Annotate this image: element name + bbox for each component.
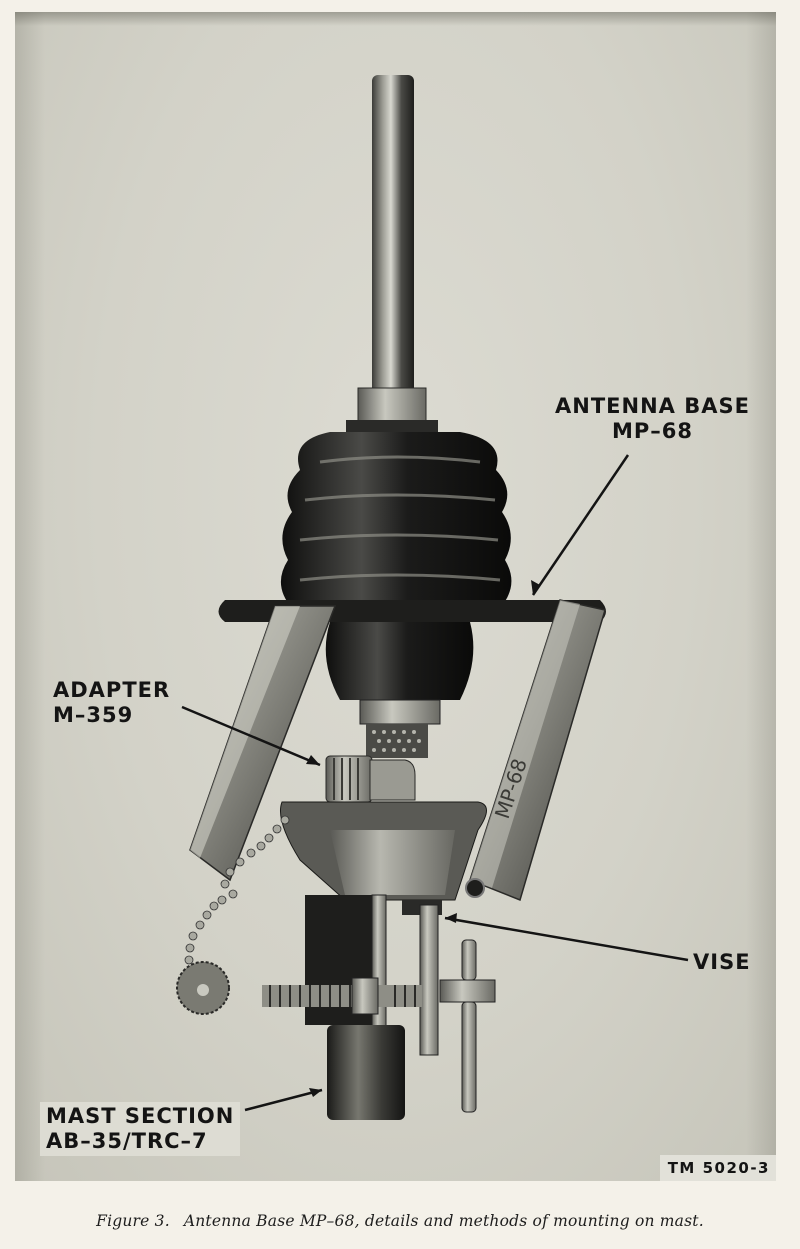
antenna-base-illustration: MP-68 [176,75,689,1120]
callout-vise: VISE [693,950,751,975]
document-code: TM 5020-3 [659,1155,776,1181]
figure-caption: Figure 3. Antenna Base MP–68, details and… [0,1212,800,1230]
rubber-insulator [280,432,512,608]
callout-mast-section-line2: AB–35/TRC–7 [46,1129,208,1153]
callout-mast-section-line1: MAST SECTION [46,1104,235,1128]
callout-adapter-line2: M–359 [53,703,134,727]
callout-mast-section: MAST SECTION AB–35/TRC–7 [40,1102,241,1156]
figure-caption-text: Antenna Base MP–68, details and methods … [183,1212,704,1230]
figure-number: Figure 3. [96,1212,170,1230]
callout-antenna-base-line1: ANTENNA BASE [555,394,750,418]
callout-antenna-base: ANTENNA BASE MP–68 [555,394,750,444]
callout-vise-label: VISE [693,950,751,974]
figure-photo: MP-68 [15,12,776,1181]
callout-adapter: ADAPTER M–359 [53,678,170,728]
callout-adapter-line1: ADAPTER [53,678,171,702]
callout-antenna-base-line2: MP–68 [611,419,693,443]
